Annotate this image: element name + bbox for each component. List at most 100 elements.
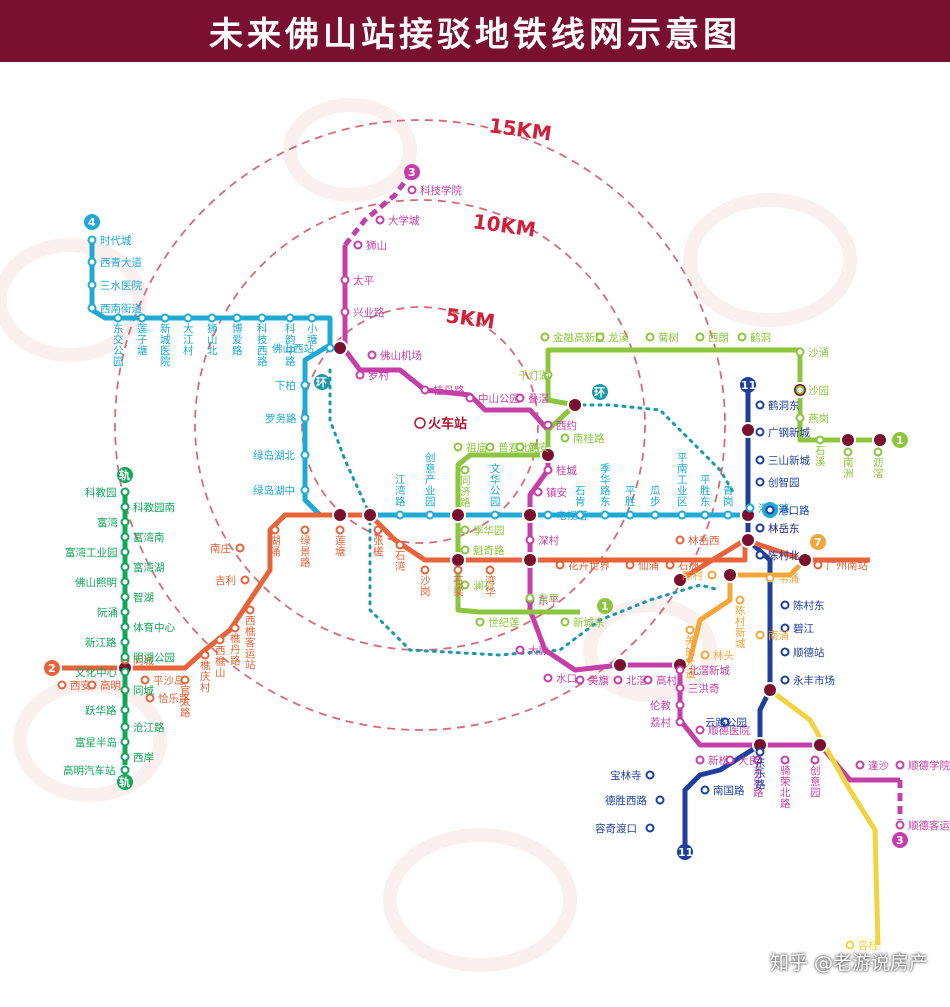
transfer-station — [567, 397, 583, 413]
station-dot — [57, 680, 67, 690]
station-dot — [755, 427, 765, 437]
station-label: 西约 — [556, 419, 577, 432]
title-bar: 未来佛山站接驳地铁线网示意图 — [0, 0, 950, 62]
station-dot — [655, 795, 665, 805]
station-label: 沙园 — [808, 385, 829, 397]
station-label: 韦涌 — [778, 573, 799, 585]
station-dot — [120, 737, 130, 747]
station-dot — [645, 332, 655, 342]
station-dot — [755, 477, 765, 487]
station-label: 东平 — [538, 592, 559, 605]
station-dot — [795, 385, 805, 395]
station-label: 陈村 — [682, 569, 703, 582]
station-label: 富湾南 — [133, 531, 165, 544]
station-dot — [120, 667, 130, 677]
station-label: 林岳东 — [768, 522, 800, 535]
station-label: 三山新城 — [768, 454, 810, 467]
line1-badge-south — [597, 598, 613, 614]
station-label: 朝安 — [528, 441, 549, 454]
station-dot — [465, 393, 475, 403]
station-label: 石溪 — [815, 445, 826, 468]
transfer-station — [840, 432, 856, 448]
station-dot — [735, 595, 745, 605]
station-label: 南国路 — [713, 784, 745, 797]
station-dot — [367, 350, 377, 360]
station-dot — [815, 435, 825, 445]
station-dot — [87, 680, 97, 690]
station-label: 顺德医院 — [708, 724, 750, 737]
station-label: 花卉世界 — [568, 559, 610, 572]
station-dot — [215, 635, 225, 645]
transfer-station — [540, 447, 556, 463]
station-label: 太平 — [353, 274, 374, 287]
station-label: 新城东 — [573, 616, 605, 629]
station-dot — [207, 313, 217, 323]
station-dot — [795, 413, 805, 423]
station-label: 富湾工业园 — [65, 546, 118, 559]
station-dot — [613, 675, 623, 685]
station-label: 文华公园 — [490, 462, 501, 508]
station-label: 顺德学院 — [908, 759, 950, 772]
station-dot — [340, 307, 350, 317]
station-label: 逢沙 — [868, 760, 889, 772]
station-dot — [625, 510, 635, 520]
station-label: 平胜东 — [700, 474, 711, 508]
station-label: 大良 — [738, 754, 759, 767]
station-label: 骑荣北路 — [780, 764, 791, 810]
station-dot — [675, 717, 685, 727]
station-label: 富湾 — [97, 516, 118, 529]
station-label: 平沙岛 — [153, 674, 185, 687]
station-label: 官太路 — [180, 684, 191, 719]
line4-path — [89, 240, 750, 518]
line11-badge-south — [677, 844, 693, 860]
station-label: 大学城 — [388, 214, 420, 227]
station-label: 顺德站 — [793, 646, 825, 659]
station-label: 西南街道 — [100, 302, 142, 315]
station-label: 广州南站 — [826, 559, 868, 572]
lineGM-badge-north-text: 轨 — [119, 468, 130, 482]
line11-badge-south-text: 11 — [678, 846, 693, 859]
station-dot — [475, 617, 485, 627]
station-dot — [753, 755, 763, 765]
station-label: 平胜 — [625, 485, 636, 508]
station-dot — [230, 623, 240, 633]
watermark-layer — [0, 98, 857, 972]
station-dot — [453, 442, 463, 452]
station-label: 林岳西 — [688, 534, 720, 547]
station-dot — [700, 510, 710, 520]
station-label: 陈村东 — [793, 599, 825, 612]
station-dot — [720, 717, 730, 727]
transfer-station — [672, 572, 688, 588]
transfer-stations — [117, 340, 888, 753]
station-dot — [695, 755, 705, 765]
station-dot — [460, 465, 470, 475]
station-dot — [120, 652, 130, 662]
station-dot — [595, 332, 605, 342]
station-label: 西樵山 — [215, 645, 226, 679]
ring-badge-east — [592, 384, 608, 400]
station-dot — [855, 760, 865, 770]
station-dot — [300, 450, 310, 460]
station-label: 西樵客运站 — [245, 615, 256, 671]
station-label: 深村 — [538, 534, 559, 547]
station-dot — [87, 235, 97, 245]
station-label: 桂丹路 — [433, 384, 465, 397]
line2-badge-text: 2 — [48, 662, 56, 675]
station-dot — [120, 532, 130, 542]
station-dot — [645, 823, 655, 833]
station-label: 龙溪 — [608, 331, 629, 344]
station-dot — [120, 577, 130, 587]
station-label: 陈村北 — [768, 549, 800, 562]
station-label: 新江路 — [85, 636, 117, 649]
station-dot — [543, 673, 553, 683]
station-dot — [490, 510, 500, 520]
transfer-station — [797, 552, 813, 568]
station-label: 同城 — [133, 655, 154, 667]
station-label: 祖庙 — [466, 441, 487, 454]
station-dot — [755, 630, 765, 640]
station-dot — [300, 380, 310, 390]
station-dot — [355, 370, 365, 380]
station-dot — [245, 605, 255, 615]
station-dot — [300, 525, 310, 535]
station-label: 罗务路 — [265, 412, 297, 425]
